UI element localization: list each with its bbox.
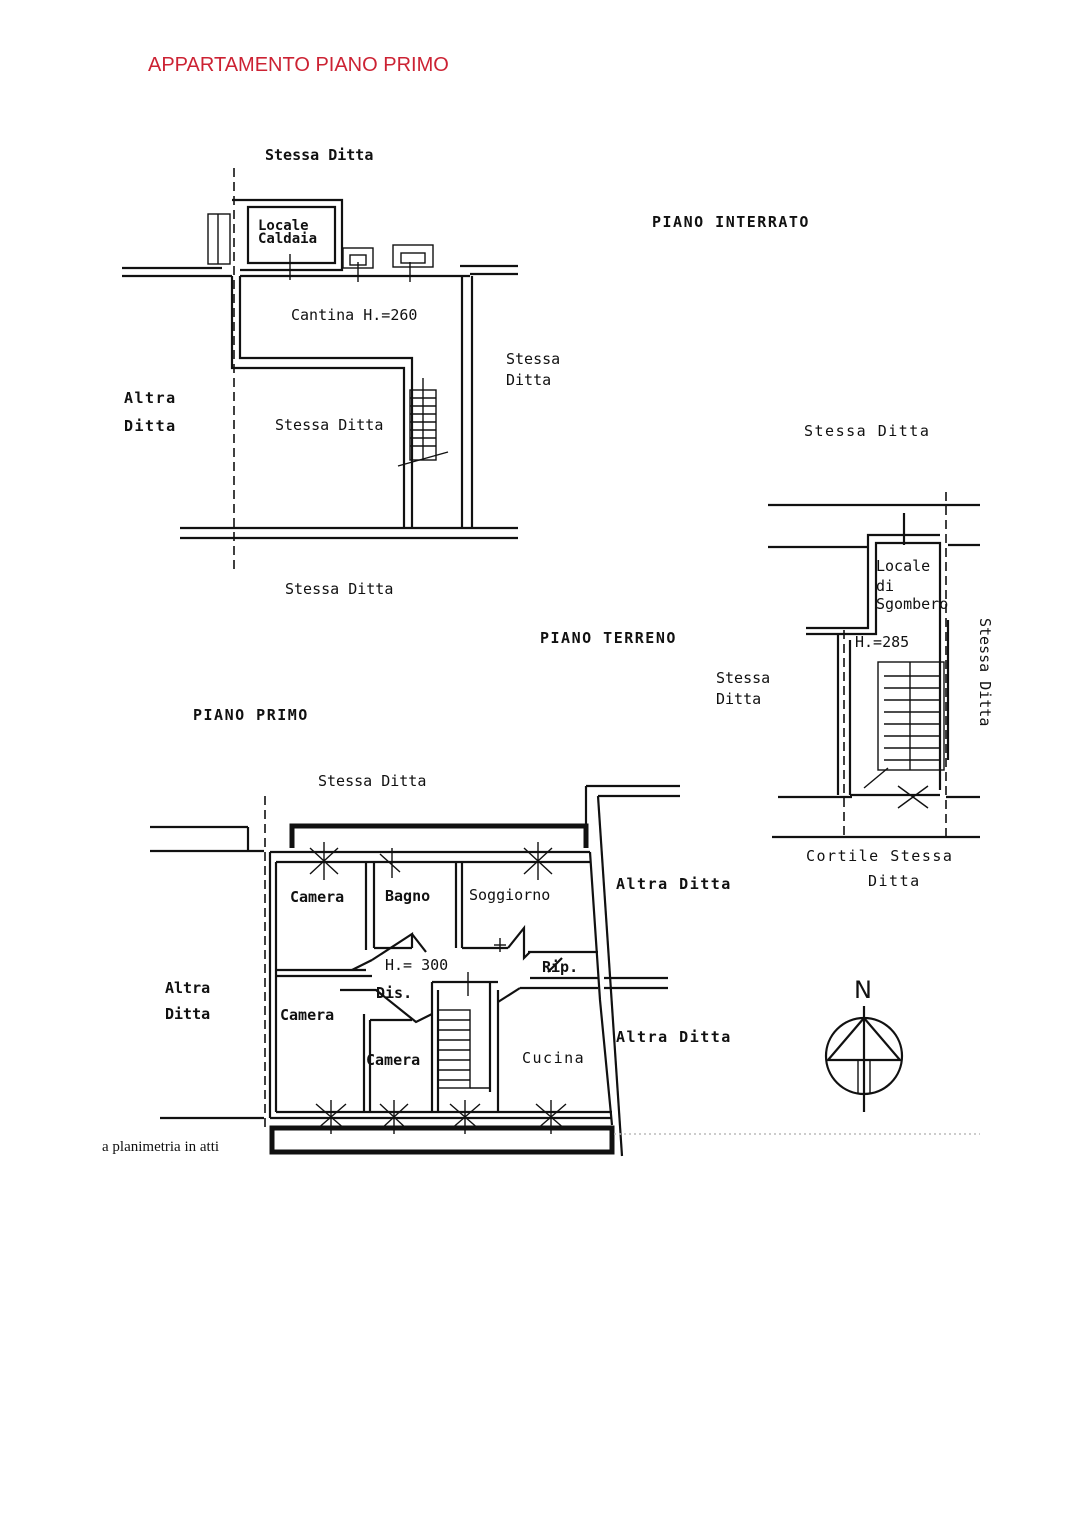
room-locale-sgombero-label-2: di: [876, 577, 894, 595]
room-stessa-ditta-label: Stessa Ditta: [275, 416, 383, 434]
interrato-right-neighbor-label-2: Ditta: [506, 371, 551, 389]
room-camera-mid-label: Camera: [366, 1051, 420, 1069]
primo-right-neighbor-top-label: Altra Ditta: [616, 875, 732, 893]
terreno-top-neighbor-label: Stessa Ditta: [804, 422, 930, 440]
terreno-bottom-neighbor-label-2: Ditta: [868, 872, 921, 890]
piano-terreno-plan: [768, 492, 980, 840]
room-camera-top-label: Camera: [290, 888, 344, 906]
interrato-bottom-neighbor-label: Stessa Ditta: [285, 580, 393, 598]
room-soggiorno-label: Soggiorno: [469, 886, 550, 904]
room-cantina-label: Cantina H.=260: [291, 306, 417, 324]
piano-primo-label: PIANO PRIMO: [193, 706, 309, 724]
terreno-left-neighbor-label-1: Stessa: [716, 669, 770, 687]
interrato-right-neighbor-label-1: Stessa: [506, 350, 560, 368]
terreno-bottom-neighbor-label-1: Cortile Stessa: [806, 847, 953, 865]
piano-terreno-label: PIANO TERRENO: [540, 629, 677, 647]
interrato-top-neighbor-label: Stessa Ditta: [265, 146, 373, 164]
primo-height-label: H.= 300: [385, 956, 448, 974]
piano-primo-plan: [150, 784, 680, 1157]
interrato-left-neighbor-label-1: Altra: [124, 389, 177, 407]
primo-left-neighbor-label-2: Ditta: [165, 1005, 210, 1023]
room-bagno-label: Bagno: [385, 887, 430, 905]
room-locale-caldaia-label-2: Caldaia: [258, 231, 317, 247]
room-locale-caldaia-label-1: Locale: [258, 218, 309, 234]
primo-left-neighbor-label-1: Altra: [165, 979, 210, 997]
room-cucina-label: Cucina: [522, 1049, 585, 1067]
piano-interrato-label: PIANO INTERRATO: [652, 213, 810, 231]
terreno-right-neighbor-label: Stessa Ditta: [976, 618, 994, 726]
north-label: N: [854, 976, 872, 1004]
terreno-left-neighbor-label-2: Ditta: [716, 690, 761, 708]
room-ripostiglio-label: Rip.: [542, 958, 578, 976]
room-camera-left-label: Camera: [280, 1006, 334, 1024]
primo-top-neighbor-label: Stessa Ditta: [318, 772, 426, 790]
north-arrow-icon: [824, 1006, 904, 1112]
terreno-height-label: H.=285: [855, 633, 909, 651]
interrato-left-neighbor-label-2: Ditta: [124, 417, 177, 435]
room-locale-sgombero-label-3: Sgombero: [876, 595, 948, 613]
room-disimpegno-label: Dis.: [376, 984, 412, 1002]
piano-interrato-plan: [122, 168, 518, 570]
room-locale-sgombero-label-1: Locale: [876, 557, 930, 575]
planimetria-note: a planimetria in atti: [102, 1139, 219, 1155]
primo-right-neighbor-bottom-label: Altra Ditta: [616, 1028, 732, 1046]
page-title: APPARTAMENTO PIANO PRIMO: [148, 54, 449, 76]
